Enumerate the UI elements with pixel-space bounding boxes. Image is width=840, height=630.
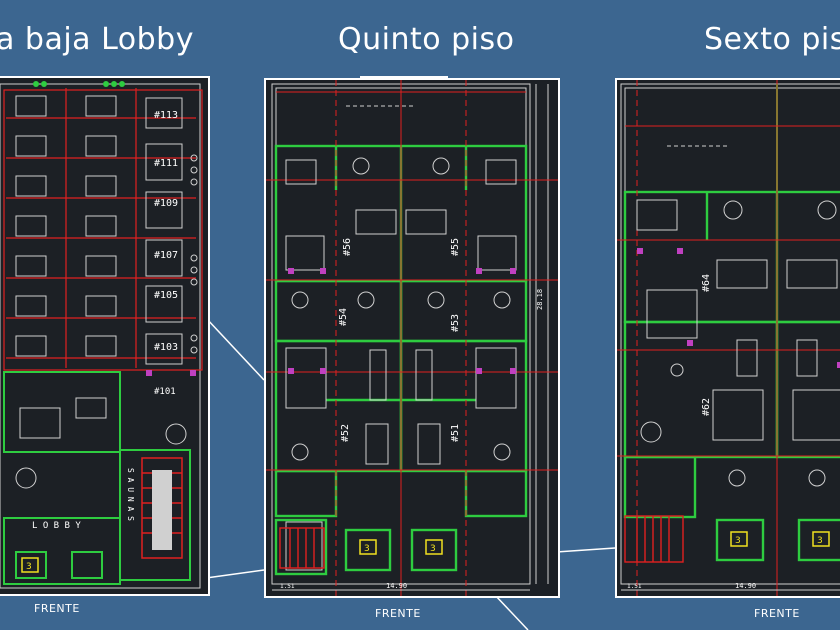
title-fifth-floor: Quinto piso: [338, 22, 515, 57]
unit-label: #64: [701, 274, 712, 292]
frente-label-sixth: FRENTE: [754, 607, 800, 620]
stair-label: 3: [735, 536, 741, 546]
stair-label: 3: [26, 562, 32, 572]
unit-label: #111: [154, 158, 178, 169]
unit-label: #52: [340, 424, 351, 442]
title-sixth-floor: Sexto piso: [704, 22, 840, 57]
lobby-label: L O B B Y: [32, 521, 81, 531]
title-underline: [360, 76, 448, 79]
frente-label-fifth: FRENTE: [375, 607, 421, 620]
dimension-side: 1.51: [627, 583, 642, 590]
stair-label: 3: [817, 536, 823, 546]
ground-floor-plan: #113 #111 #109 #107 #105 #103 #101: [0, 76, 210, 596]
unit-label: #55: [450, 238, 461, 256]
unit-label: #101: [154, 387, 176, 397]
sixth-floor-plan: #64 #62 3 3 1.51 14.90: [615, 78, 840, 598]
dimension-width: 14.90: [735, 582, 756, 590]
unit-label: #109: [154, 198, 178, 209]
unit-label: #113: [154, 110, 178, 121]
frente-label-lobby: FRENTE: [34, 602, 80, 615]
unit-label: #62: [701, 398, 712, 416]
dimension-height: 28.18: [536, 289, 544, 310]
unit-label: #54: [338, 308, 349, 326]
unit-label: #107: [154, 250, 178, 261]
fifth-floor-plan: #56 #55 #54 #53 #52 #51 3 3 1.51 14.90 2…: [264, 78, 560, 598]
unit-label: #103: [154, 342, 178, 353]
title-ground-floor-lobby: a baja Lobby: [0, 22, 194, 57]
stair-label: 3: [430, 544, 436, 554]
dimension-width: 14.90: [386, 582, 407, 590]
dimension-side: 1.51: [280, 583, 295, 590]
saunas-label: S A U N A S: [126, 468, 135, 521]
unit-label: #105: [154, 290, 178, 301]
unit-label: #56: [342, 238, 353, 256]
unit-label: #53: [450, 314, 461, 332]
unit-label: #51: [450, 424, 461, 442]
stair-label: 3: [364, 544, 370, 554]
